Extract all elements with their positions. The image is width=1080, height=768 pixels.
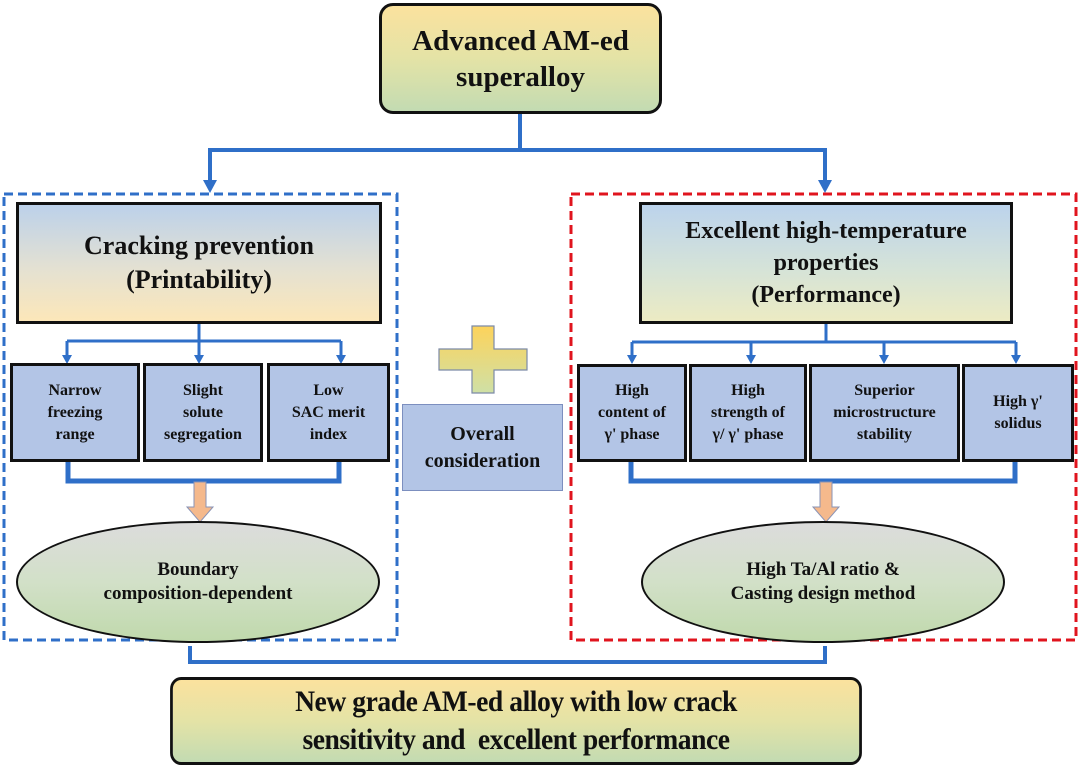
connector-left-split [65, 324, 343, 357]
factor-superior-microstructure-stability: Superior microstructure stability [809, 364, 960, 462]
performance-line-3: (Performance) [751, 282, 901, 308]
top-node-line-1: Advanced AM-ed [412, 24, 629, 57]
connector-top-split [208, 113, 522, 183]
overall-consideration-box: Overall consideration [402, 404, 563, 491]
top-node-line-2: superalloy [456, 60, 585, 93]
factor-high-strength-gamma-phase: High strength of γ/ γ' phase [689, 364, 807, 462]
connector-right-merge [628, 461, 1018, 484]
result-line: Casting design method [730, 583, 916, 604]
factor-line: index [309, 425, 348, 443]
performance-line-1: Excellent high-temperature [685, 218, 967, 244]
bottom-line-1: New grade AM-ed alloy with low crack [295, 685, 737, 718]
ta-al-ratio-ellipse: High Ta/Al ratio & Casting design method [641, 521, 1005, 643]
factor-high-gamma-prime-solidus: High γ' solidus [962, 364, 1074, 462]
factor-line: High [731, 382, 765, 399]
factor-line: solute [183, 403, 223, 421]
plus-icon [438, 325, 528, 394]
result-line: High Ta/Al ratio & [746, 559, 900, 580]
factor-line: content of [598, 404, 666, 421]
factor-line: freezing [47, 403, 103, 421]
factor-narrow-freezing-range: Narrow freezing range [10, 363, 140, 462]
arrow-head-right-group [818, 180, 832, 193]
bottom-outcome-node: New grade AM-ed alloy with low crack sen… [170, 677, 862, 765]
factor-line: Superior [854, 382, 915, 399]
down-arrow-right [811, 481, 841, 523]
factor-line: segregation [164, 425, 242, 443]
connector-top-split-right [520, 148, 827, 183]
left-group-border [2, 192, 399, 642]
factor-slight-solute-segregation: Slight solute segregation [143, 363, 263, 462]
top-node: Advanced AM-ed superalloy [379, 3, 662, 114]
factor-line: γ/ γ' phase [712, 426, 784, 443]
performance-box: Excellent high-temperature properties (P… [639, 202, 1013, 324]
factor-line: strength of [711, 404, 785, 421]
factor-line: High γ' [993, 393, 1043, 410]
connector-left-merge [65, 461, 342, 484]
overall-line: consideration [424, 449, 541, 472]
factor-line: γ' phase [604, 426, 660, 443]
printability-box: Cracking prevention (Printability) [16, 202, 382, 324]
printability-line-2: (Printability) [126, 265, 272, 294]
factor-line: solidus [994, 415, 1042, 432]
factor-high-content-gamma-prime: High content of γ' phase [577, 364, 687, 462]
boundary-composition-ellipse: Boundary composition-dependent [16, 521, 380, 643]
connector-right-split [630, 324, 1018, 358]
factor-line: Low [313, 381, 344, 399]
factor-line: microstructure [833, 404, 936, 421]
arrow-head-left-group [203, 180, 217, 193]
factor-line: range [55, 425, 95, 443]
factor-line: SAC merit [291, 403, 366, 421]
connector-bottom-join [188, 646, 827, 664]
performance-line-2: properties [773, 250, 879, 276]
right-group-border [569, 192, 1078, 642]
down-arrow-left [185, 481, 215, 523]
overall-line: Overall [450, 422, 515, 445]
bottom-line-2: sensitivity and excellent performance [302, 723, 730, 756]
factor-line: High [615, 382, 649, 399]
factor-line: Narrow [48, 381, 102, 399]
factor-line: Slight [182, 381, 223, 399]
factor-low-sac-merit-index: Low SAC merit index [267, 363, 390, 462]
result-line: composition-dependent [103, 583, 293, 604]
result-line: Boundary [157, 559, 239, 580]
printability-line-1: Cracking prevention [84, 231, 314, 260]
factor-line: stability [856, 426, 913, 443]
